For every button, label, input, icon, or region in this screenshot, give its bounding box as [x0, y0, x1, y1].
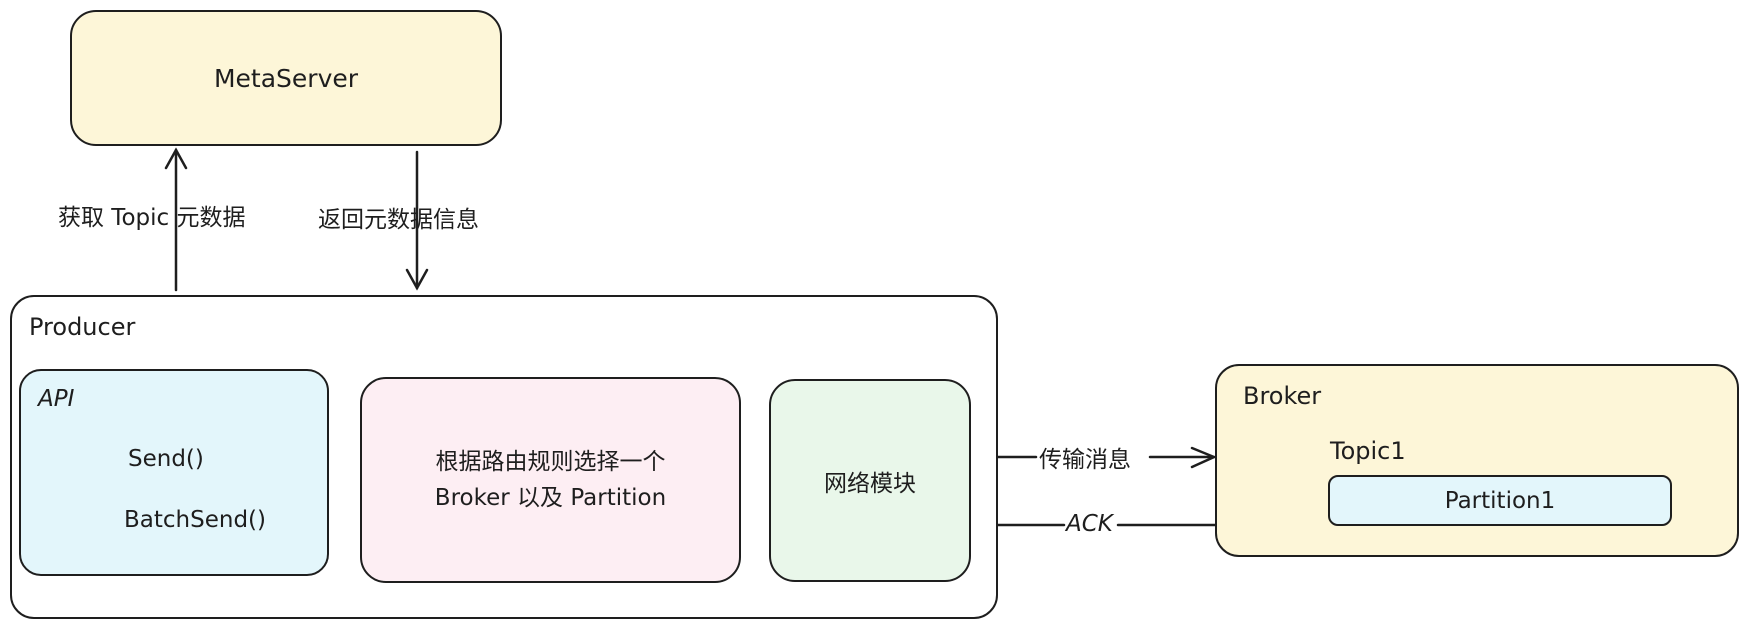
metaserver-label: MetaServer [213, 63, 359, 93]
partition-label: Partition1 [1444, 487, 1556, 514]
api-box [19, 369, 329, 576]
return-metadata-label: 返回元数据信息 [318, 207, 479, 233]
broker-title: Broker [1243, 382, 1322, 410]
api-method-batchsend: BatchSend() [124, 507, 266, 533]
routing-box: 根据路由规则选择一个 Broker 以及 Partition [360, 377, 741, 583]
network-module-label: 网络模块 [824, 470, 916, 497]
network-module-box: 网络模块 [769, 379, 971, 582]
api-method-send: Send() [128, 446, 204, 472]
api-title: API [38, 386, 75, 412]
fetch-metadata-label: 获取 Topic 元数据 [58, 205, 246, 231]
producer-title: Producer [29, 313, 136, 341]
transmit-label: 传输消息 [1039, 447, 1131, 473]
routing-line1: 根据路由规则选择一个 [435, 449, 666, 475]
metaserver-node: MetaServer [70, 10, 502, 146]
topic-label: Topic1 [1330, 437, 1406, 465]
ack-label: ACK [1066, 511, 1113, 537]
routing-line2: Broker 以及 Partition [434, 485, 667, 511]
partition-box: Partition1 [1328, 475, 1672, 526]
